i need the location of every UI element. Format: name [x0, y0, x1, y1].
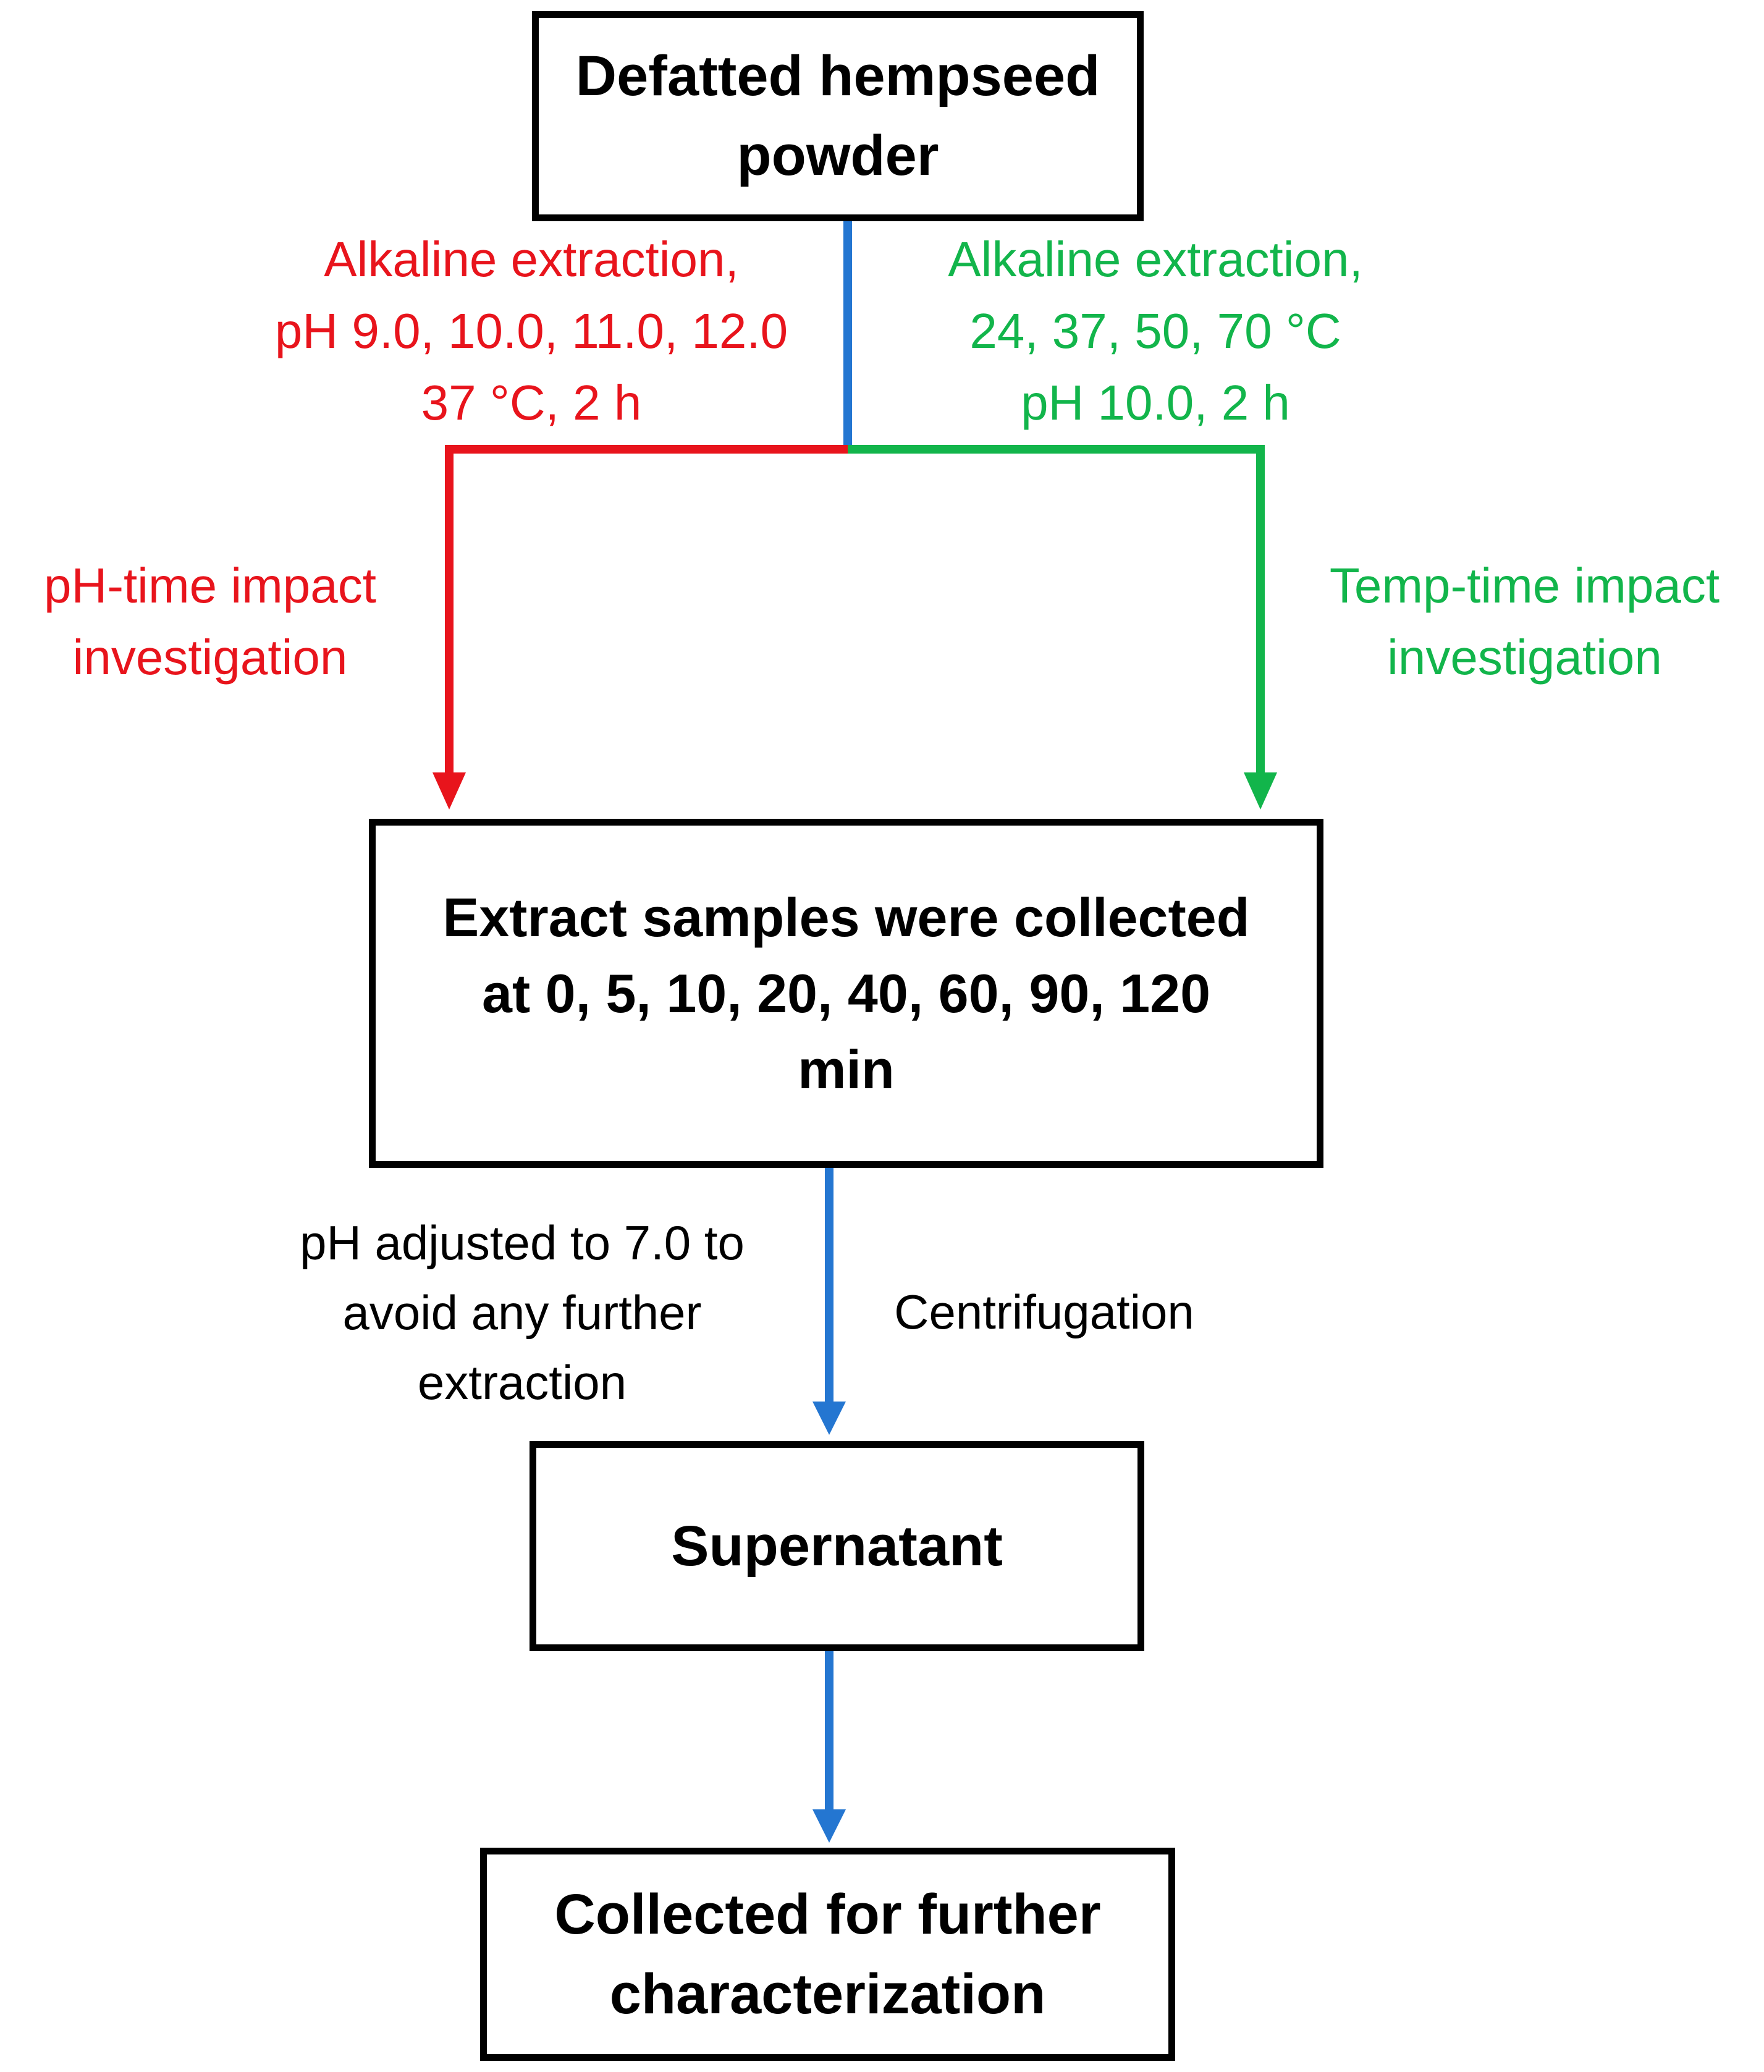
red-conditions-label: Alkaline extraction, pH 9.0, 10.0, 11.0,…	[274, 232, 788, 430]
final-box: Collected for further characterization	[480, 1848, 1175, 2061]
green-branch-label: Temp-time impact investigation	[1329, 558, 1720, 685]
green-conditions-label: Alkaline extraction, 24, 37, 50, 70 °C p…	[948, 232, 1363, 430]
supernatant-arrowhead	[812, 1402, 846, 1435]
red-branch-connector	[445, 445, 848, 780]
green-arrowhead	[1244, 772, 1277, 810]
red-branch-label: pH-time impact investigation	[44, 558, 376, 685]
green-branch-connector	[848, 445, 1265, 780]
centrifugation-label: Centrifugation	[894, 1285, 1194, 1339]
extract-samples-box: Extract samples were collected at 0, 5, …	[369, 819, 1323, 1168]
start-box: Defatted hempseed powder	[532, 11, 1144, 221]
final-arrowhead	[812, 1809, 846, 1843]
supernatant-box: Supernatant	[530, 1441, 1144, 1651]
ph-adjust-label: pH adjusted to 7.0 to avoid any further …	[300, 1216, 745, 1410]
red-arrowhead	[433, 772, 466, 810]
